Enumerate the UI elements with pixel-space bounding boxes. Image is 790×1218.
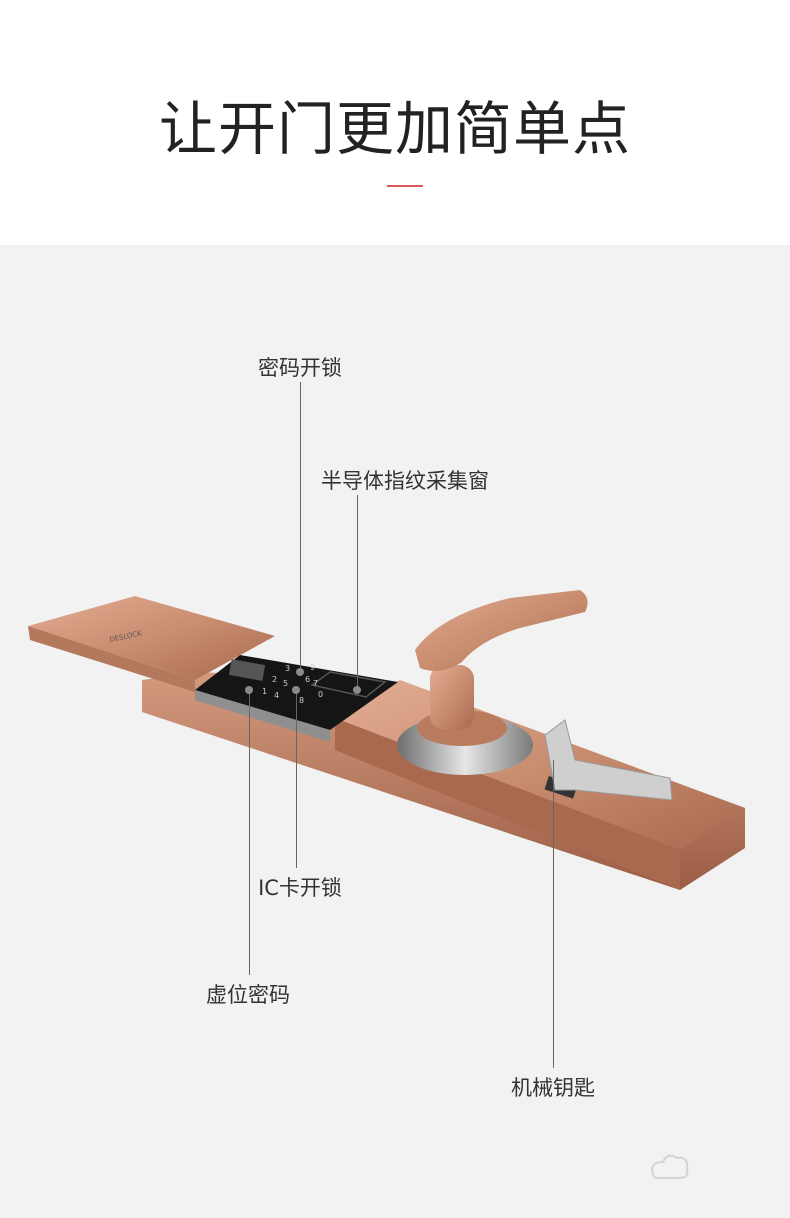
lever-handle <box>415 590 588 671</box>
svg-text:7: 7 <box>313 679 318 688</box>
callout-dot-ic-card <box>292 686 300 694</box>
callout-line-virtual-password <box>249 690 250 975</box>
callout-label-virtual-password: 虚位密码 <box>206 983 290 1007</box>
svg-text:3: 3 <box>285 664 290 673</box>
svg-text:5: 5 <box>283 679 288 688</box>
handle-neck <box>430 665 474 730</box>
svg-text:1: 1 <box>262 687 267 696</box>
callout-label-password: 密码开锁 <box>258 356 342 380</box>
callout-line-fingerprint <box>357 495 358 690</box>
svg-text:4: 4 <box>274 691 279 700</box>
callout-label-mechanical-key: 机械钥匙 <box>511 1076 595 1100</box>
callout-dot-virtual-password <box>245 686 253 694</box>
fingerprint-window <box>310 671 387 698</box>
svg-text:0: 0 <box>318 690 323 699</box>
keypad-digits: 123 45 6 78 9 0 <box>262 663 323 705</box>
callout-dot-password <box>296 668 304 676</box>
page-title: 让开门更加简单点 <box>158 95 631 163</box>
svg-text:9: 9 <box>310 663 315 672</box>
callout-line-ic-card <box>296 690 297 868</box>
callout-line-password <box>300 382 301 672</box>
callout-label-ic-card: IC卡开锁 <box>258 876 342 900</box>
cloud-logo-icon <box>651 1154 689 1179</box>
callout-line-mechanical-key <box>553 760 554 1068</box>
mechanical-key <box>544 719 673 801</box>
callout-dot-fingerprint <box>353 686 361 694</box>
title-accent-line <box>387 185 423 187</box>
callout-label-fingerprint: 半导体指纹采集窗 <box>321 469 489 493</box>
watermark-logo <box>645 1148 765 1192</box>
svg-text:8: 8 <box>299 696 304 705</box>
header: 让开门更加简单点 <box>0 0 790 245</box>
svg-text:2: 2 <box>272 675 277 684</box>
sliding-cover <box>28 596 275 680</box>
svg-text:6: 6 <box>305 675 310 684</box>
